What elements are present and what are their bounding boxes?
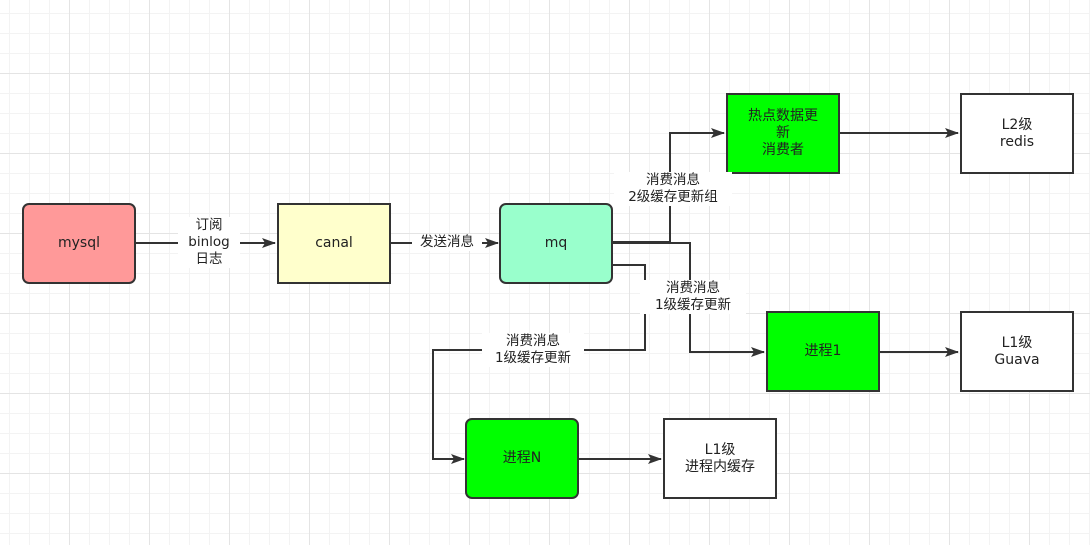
label-subscribe-binlog: 订阅 binlog 日志 [178,217,240,268]
node-process-n[interactable]: 进程N [465,418,579,499]
node-mysql[interactable]: mysql [22,203,136,284]
label-consume-l1-process1: 消费消息 1级缓存更新 [640,280,746,314]
node-mq[interactable]: mq [499,203,613,284]
node-hot-consumer[interactable]: 热点数据更 新 消费者 [726,93,840,174]
label-send-message: 发送消息 [412,234,482,251]
node-l1-guava[interactable]: L1级 Guava [960,311,1074,392]
node-process-1[interactable]: 进程1 [766,311,880,392]
label-consume-l1-processN: 消费消息 1级缓存更新 [482,333,584,367]
node-l2-redis[interactable]: L2级 redis [960,93,1074,174]
node-canal[interactable]: canal [277,203,391,284]
label-consume-l2-group: 消费消息 2级缓存更新组 [614,172,732,206]
node-l1-inprocess[interactable]: L1级 进程内缓存 [663,418,777,499]
